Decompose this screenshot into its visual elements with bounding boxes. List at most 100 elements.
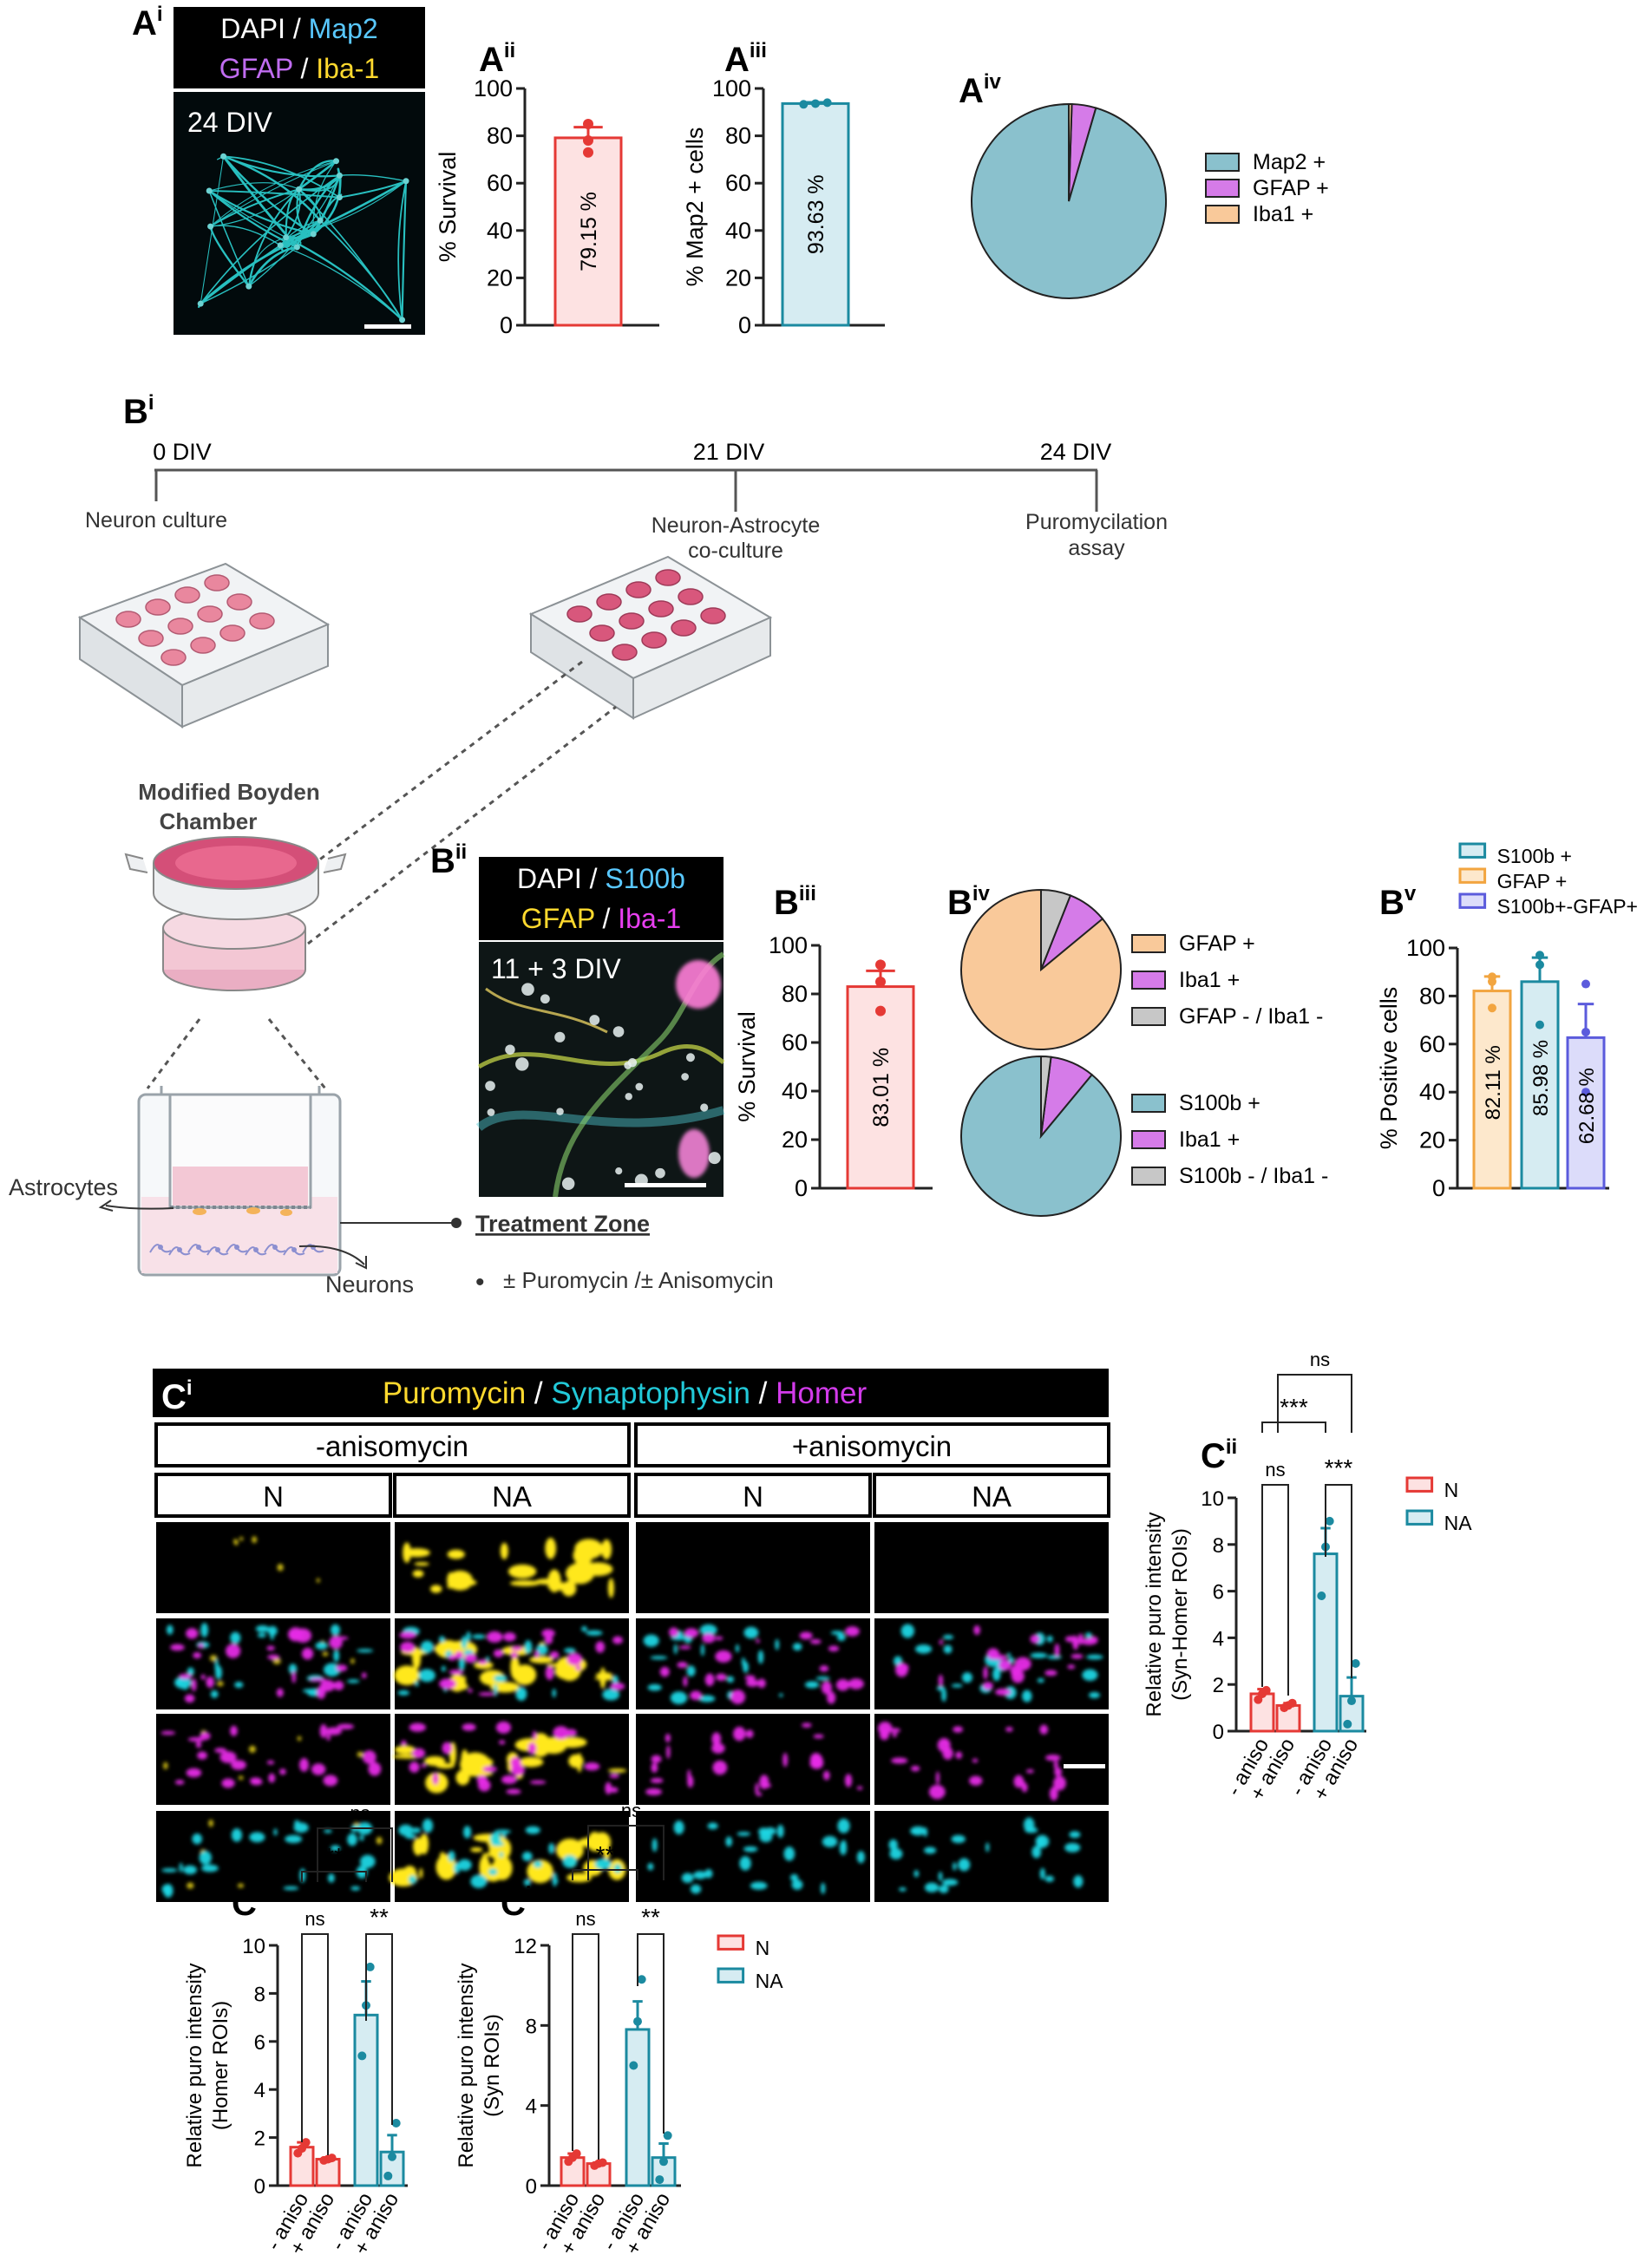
y-tick-label: 4 [1213, 1627, 1224, 1650]
data-point [391, 2118, 401, 2127]
data-point [1581, 1088, 1590, 1097]
y-tick-label: 6 [254, 2031, 265, 2055]
legend-swatch [1205, 153, 1240, 172]
y-tick-label: 80 [487, 123, 513, 149]
transwell-diagram [137, 1086, 342, 1277]
legend-swatch [1458, 892, 1487, 909]
y-tick-label: 0 [254, 2175, 265, 2199]
y-tick-label: 0 [1213, 1721, 1224, 1744]
sig-label-na: ** [370, 1904, 389, 1931]
data-point [1581, 979, 1590, 989]
data-point [572, 2149, 581, 2159]
sig-label-plus: ns [350, 1802, 370, 1824]
y-tick-label: 80 [782, 981, 808, 1007]
panel-label-biii: Biii [774, 882, 816, 922]
ci-column-header [154, 1473, 392, 1518]
y-axis-label: % Survival [734, 1011, 760, 1122]
legend-label: GFAP + [1253, 176, 1329, 200]
panel-label-aii: Aii [479, 39, 515, 79]
legend-swatch [1131, 1167, 1166, 1186]
ci-column-label: NA [492, 1480, 532, 1513]
y-tick-label: 6 [1213, 1581, 1224, 1605]
legend-swatch [1131, 1130, 1166, 1149]
data-point [629, 2061, 638, 2070]
data-point [1287, 1698, 1297, 1708]
micrograph-a-image [174, 92, 425, 335]
y-tick-label: 12 [514, 1935, 537, 1958]
data-point [1347, 1696, 1356, 1706]
y-tick-label: 100 [712, 75, 751, 101]
neurons-arrowhead [355, 1256, 367, 1270]
sig-label-minus: ** [596, 1841, 615, 1868]
panel-label-ai: Ai [132, 3, 163, 42]
treatment-bullet: • [475, 1268, 485, 1297]
sig-label-na: ** [641, 1904, 660, 1931]
y-axis-label-line2: (Syn-Homer ROIs) [1169, 1528, 1192, 1701]
neurons-arrow [298, 1245, 365, 1265]
ci-column-label: NA [972, 1480, 1012, 1513]
bar [625, 2028, 651, 2187]
legend-swatch [1458, 842, 1487, 859]
bar [781, 101, 850, 327]
ci-image-tile [874, 1522, 1109, 1613]
chamber-title-line1: Modified Boyden [138, 779, 319, 805]
y-tick-label: 80 [1419, 983, 1445, 1009]
legend-swatch [1458, 867, 1487, 884]
sig-label-n: ns [1265, 1459, 1285, 1480]
ci-column-label: N [743, 1480, 763, 1513]
data-point [1317, 1591, 1326, 1600]
y-tick-label: 0 [500, 312, 513, 338]
y-axis-label-line2: (Homer ROIs) [209, 2001, 232, 2130]
y-tick-label: 10 [242, 1935, 265, 1958]
y-tick-label: 20 [487, 265, 513, 291]
data-point [357, 2051, 367, 2061]
scale-bar-a [364, 324, 411, 329]
pie-slice [1040, 888, 1072, 971]
pie-slice [1068, 102, 1073, 202]
micrograph-b-label: 11 + 3 DIV [491, 953, 621, 984]
pie-biv-top: GFAP +Iba1 +GFAP - / Iba1 - [960, 888, 1323, 1050]
data-point [633, 2016, 642, 2026]
data-point [1351, 1658, 1360, 1668]
pie-biv-bottom: S100b +Iba1 +S100b - / Iba1 - [960, 1055, 1328, 1217]
neurons-label: Neurons [325, 1271, 414, 1297]
panel-label-civ: Civ [501, 1883, 544, 1923]
data-point [875, 959, 886, 971]
timeline-t24: 24 DIV [1040, 439, 1112, 465]
y-axis-label: % Map2 + cells [682, 127, 708, 287]
sig-bracket-n [301, 1933, 329, 2155]
legend-label: N [756, 1937, 770, 1959]
panel-label-biv: Biv [947, 882, 991, 922]
pie-aiv: Map2 +GFAP +Iba1 + [971, 102, 1329, 299]
legend-swatch [1131, 934, 1166, 953]
legend-swatch [1131, 1007, 1166, 1026]
sig-label-plus: ns [621, 1800, 641, 1821]
ci-column-header [634, 1473, 872, 1518]
y-tick-label: 2 [1213, 1674, 1224, 1697]
legend-swatch [1205, 205, 1240, 224]
bar [353, 2013, 379, 2187]
sig-bracket-plus [317, 1827, 393, 1882]
ci-image-tile [156, 1714, 390, 1805]
data-label: 82.11 % [1482, 1045, 1505, 1120]
panel-c: Ci Puromycin / Synaptophysin / Homer -an… [153, 1349, 1472, 2259]
sig-bracket-plus [587, 1825, 665, 1880]
y-tick-label: 10 [1201, 1487, 1224, 1511]
micrograph-b: DAPI / S100b GFAP / Iba-1 11 + 3 DIV [475, 857, 725, 1198]
well-plate-right-icon [528, 555, 773, 720]
ci-image-tile [156, 1522, 390, 1613]
legend-label: Iba1 + [1253, 202, 1313, 226]
timeline-t21: 21 DIV [693, 439, 765, 465]
ci-image-tile [874, 1811, 1109, 1902]
y-tick-label: 0 [1432, 1175, 1445, 1201]
y-tick-label: 4 [526, 2095, 537, 2119]
sig-bracket-minus [572, 1869, 638, 1880]
ci-column-label: N [263, 1480, 284, 1513]
data-point [383, 2171, 393, 2180]
ci-header-minus-label: -anisomycin [316, 1430, 468, 1462]
y-tick-label: 20 [782, 1127, 808, 1153]
data-point [1535, 1020, 1544, 1029]
